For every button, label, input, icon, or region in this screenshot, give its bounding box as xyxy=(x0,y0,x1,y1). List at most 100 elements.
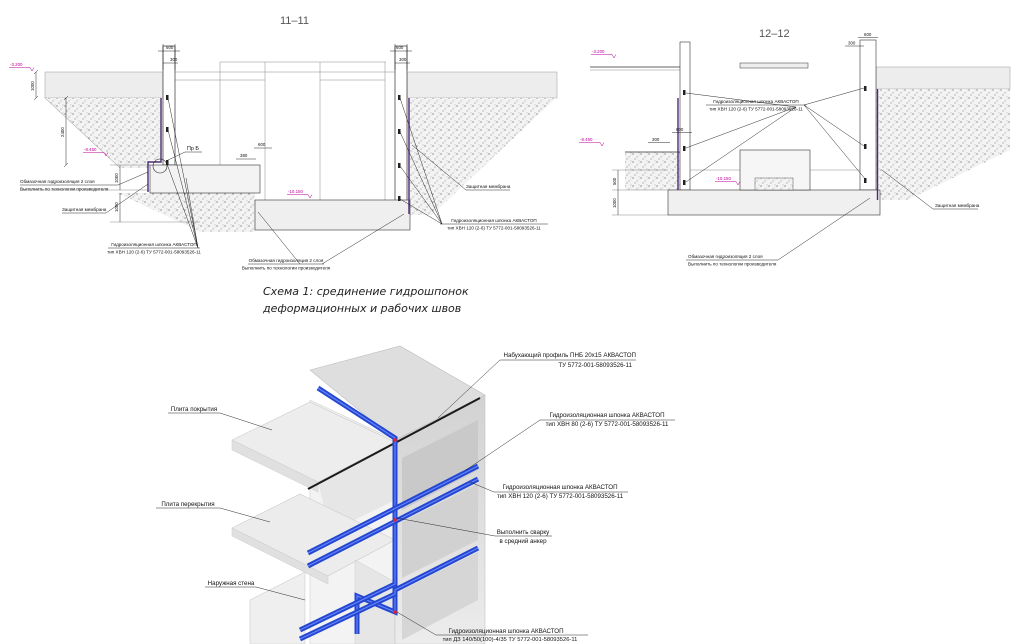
ground-band-right xyxy=(406,71,558,99)
scheme-caption: Схема 1: срединение гидрошпонок деформац… xyxy=(262,285,469,315)
dim-label: 380 xyxy=(240,153,248,158)
waterstop-mark xyxy=(398,129,401,134)
leader xyxy=(777,197,871,261)
dim-label: 1000 xyxy=(114,202,119,212)
caption-line2: деформационных и рабочих швов xyxy=(262,302,461,315)
waterstop-mark xyxy=(683,180,686,185)
dim-label: 300 xyxy=(170,57,178,62)
foundation-slab-left xyxy=(149,164,261,194)
roof-bar xyxy=(739,62,809,69)
membrane-left-label: Защитная мембрана xyxy=(62,207,107,212)
level-line xyxy=(591,54,617,59)
coating-label-line1: Обмазочная гидроизоляция 2 слоя xyxy=(20,179,95,184)
outer-wall-label: Наружная стена xyxy=(208,580,255,587)
waterstop-mark xyxy=(864,178,867,183)
level-line xyxy=(579,142,605,147)
waterstop-dz-line2: тип ДЗ 140/50(100)-4/35 ТУ 5772-001-5809… xyxy=(443,637,578,643)
waterstop-right-line2: тип ХВН 120 (2-6) ТУ 5772-001-58093526-1… xyxy=(447,226,541,231)
waterstop-mark xyxy=(683,146,686,151)
leader xyxy=(399,198,443,225)
waterstop-upper-hl xyxy=(307,465,479,567)
waterstop-line1: Гидроизоляционная шпонка АКВАСТОП xyxy=(713,99,798,104)
waterstop-mark xyxy=(864,144,867,149)
dim-label: 1000 xyxy=(612,198,617,208)
waterstop-mark xyxy=(166,160,169,165)
waterstop-line2: тип ХВН 120 (2-6) ТУ 5772-001-58093526-1… xyxy=(709,107,803,112)
floor-slab-edge xyxy=(231,527,329,585)
leader xyxy=(219,507,271,523)
left-wall xyxy=(162,45,176,166)
level-mark: -8.450 xyxy=(84,147,97,152)
coating-bottom-line2: Выполнить по технологии производителя xyxy=(242,266,331,271)
waterstop-80-line2: тип ХВН 80 (2-6) ТУ 5772-001-58093526-11 xyxy=(546,421,669,428)
dim-label: 300 xyxy=(399,57,407,62)
leader xyxy=(219,412,273,431)
soil-right xyxy=(876,89,1010,200)
waterstop-120-line1: Гидроизоляционная шпонка АКВАСТОП xyxy=(502,484,617,491)
pit-slab xyxy=(254,199,411,231)
profile-line2: ТУ 5772-001-58093526-11 xyxy=(558,362,632,369)
dim-label: 1000 xyxy=(114,173,119,183)
coating-line1: Обмазочная гидроизоляция 2 слоя xyxy=(688,254,763,259)
level-line xyxy=(287,194,313,199)
soil-under-slab xyxy=(118,193,255,232)
block-notch xyxy=(754,177,794,191)
right-wall xyxy=(394,45,408,202)
waterstop-mark xyxy=(398,196,401,201)
ground-band-left xyxy=(44,71,164,99)
level-line xyxy=(715,181,741,186)
leader xyxy=(105,183,149,214)
section-title: 11–11 xyxy=(280,15,309,27)
leader xyxy=(437,359,501,419)
level-line xyxy=(83,152,109,157)
leader xyxy=(685,106,797,149)
leader xyxy=(396,517,496,537)
left-wall xyxy=(679,41,691,191)
dim-label: 2400 xyxy=(60,127,65,137)
leader xyxy=(257,211,301,265)
coating-bottom-line1: Обмазочная гидроизоляция 2 слоя xyxy=(249,258,324,263)
dim-label: 600 xyxy=(166,45,174,50)
leader xyxy=(803,104,865,147)
waterstop-mark xyxy=(166,127,169,132)
level-mark: -3.200 xyxy=(10,62,23,67)
foundation-slab xyxy=(667,189,881,216)
waterstop-dz-line1: Гидроизоляционная шпонка АКВАСТОП xyxy=(448,628,563,635)
waterstop-mark xyxy=(398,163,401,168)
slope-line xyxy=(44,97,121,169)
leader xyxy=(803,87,865,106)
leader xyxy=(167,97,199,249)
roof-slab-edge xyxy=(231,439,319,493)
dim-label: 500 xyxy=(612,177,617,185)
dim-tick xyxy=(33,95,39,101)
leader xyxy=(255,586,306,601)
leader xyxy=(399,97,443,225)
profile-line1: Набухающий профиль ПНБ 20х15 АКВАСТОП xyxy=(503,352,636,359)
waterstop-120-line2: тип ХВН 120 (2-6) ТУ 5772-001-58093526-1… xyxy=(497,493,624,500)
leader xyxy=(117,171,149,186)
leader xyxy=(166,163,199,249)
leader xyxy=(685,92,797,108)
inner-panel xyxy=(402,420,478,510)
node-leader xyxy=(165,151,202,162)
waterstop-mark xyxy=(398,95,401,100)
weld-line2: в средний анкер xyxy=(499,538,547,545)
dim-label: 600 xyxy=(258,142,266,147)
section-12-12: 12–12 300 600 600 300 xyxy=(579,28,1011,267)
leader xyxy=(321,213,405,265)
isometric-view: Набухающий профиль ПНБ 20х15 АКВАСТОП ТУ… xyxy=(156,345,675,644)
leader xyxy=(396,611,437,636)
dim-tick xyxy=(63,162,69,168)
leader xyxy=(469,481,495,493)
dim-label: 600 xyxy=(396,45,404,50)
level-mark: -10.150 xyxy=(288,189,303,194)
waterstop-left-line2: тип ХВН 120 (2-6) ТУ 5772-001-58093526-1… xyxy=(107,250,201,255)
dim-tick xyxy=(33,69,39,75)
soil-left xyxy=(625,152,680,190)
right-wall xyxy=(859,39,877,191)
ground-band-right xyxy=(875,66,1011,90)
level-mark: -10.150 xyxy=(716,176,731,181)
waterstop-80-line1: Гидроизоляционная шпонка АКВАСТОП xyxy=(549,412,664,419)
waterstop-mark xyxy=(864,86,867,91)
inner-shadow xyxy=(318,442,395,532)
